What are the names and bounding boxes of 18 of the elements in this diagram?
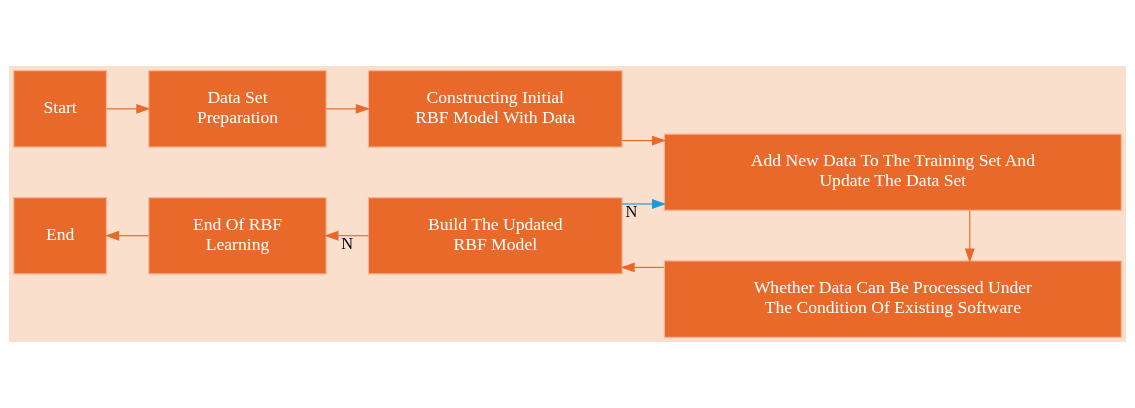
node-box: Build The Updated RBF Model	[367, 196, 623, 275]
node-box: End	[13, 196, 108, 275]
edge-label: N	[625, 202, 638, 222]
node-box: End Of RBF Learning	[148, 196, 327, 275]
arrow	[325, 103, 370, 114]
arrow	[105, 230, 149, 241]
node-box: Constructing Initial RBF Model With Data	[367, 70, 623, 148]
arrow	[106, 103, 151, 114]
arrow	[620, 262, 665, 273]
node-box: Whether Data Can Be Processed Under The Condition Of Existing Software	[663, 260, 1122, 338]
arrow	[621, 135, 667, 146]
node-box: Data Set Preparation	[148, 70, 327, 148]
arrow	[324, 230, 369, 241]
arrow	[964, 210, 975, 263]
node-box: Add New Data To The Training Set And Update The Data Set	[663, 133, 1122, 212]
arrow	[621, 199, 667, 209]
edge-label: N	[341, 233, 354, 253]
node-box: Start	[13, 70, 108, 148]
